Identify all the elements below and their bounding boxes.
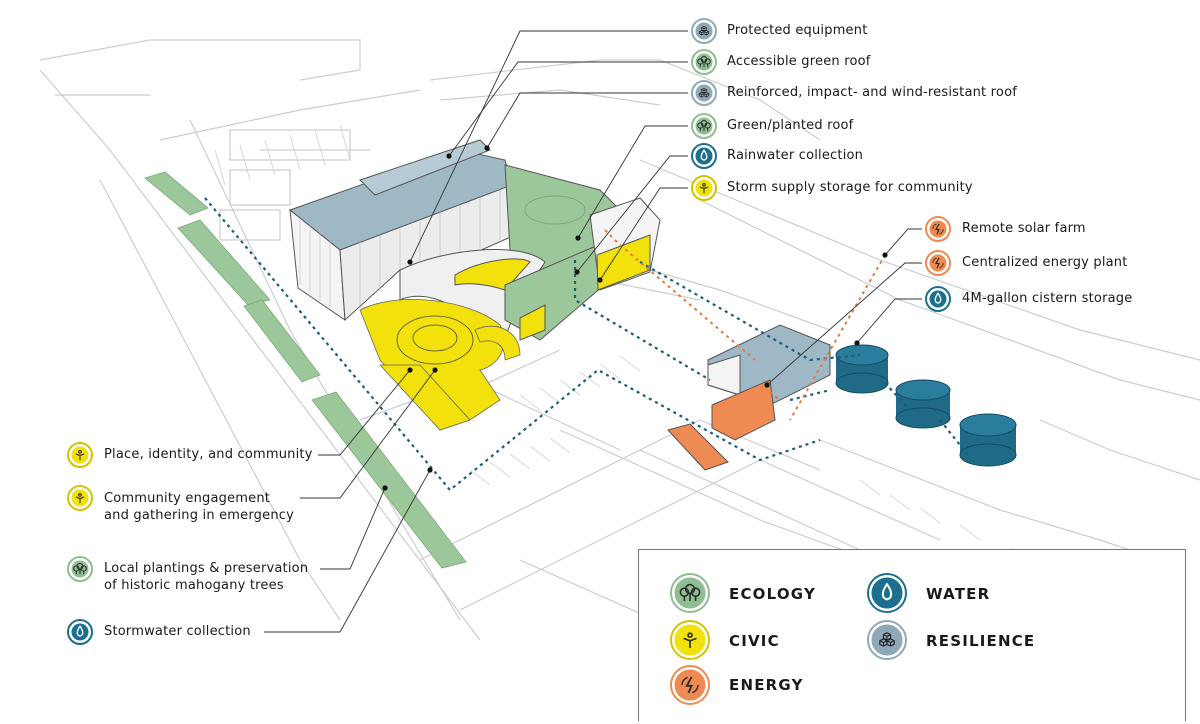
callout-reinforced-roof: Reinforced, impact- and wind-resistant r… — [727, 85, 1018, 100]
callout-centralized-energy-plant: Centralized energy plant — [962, 255, 1128, 270]
legend-energy-icon — [670, 665, 710, 705]
legend-label-water: WATER — [926, 585, 991, 603]
cistern-3 — [959, 413, 1017, 467]
water-icon — [67, 619, 93, 645]
ecology-icon — [691, 113, 717, 139]
callout-local-plantings-line1: Local plantings & preservation — [104, 561, 309, 576]
legend-label-resilience: RESILIENCE — [926, 632, 1036, 650]
leader-dots — [382, 145, 888, 491]
legend-civic-icon — [670, 620, 710, 660]
callout-local-plantings-line2: of historic mahogany trees — [104, 578, 284, 593]
legend-ecology-icon — [670, 573, 710, 613]
callout-rainwater-collection: Rainwater collection — [727, 148, 864, 163]
civic-icon — [67, 442, 93, 468]
callout-green-planted-roof: Green/planted roof — [727, 118, 854, 133]
callout-cistern-storage: 4M-gallon cistern storage — [962, 291, 1133, 306]
legend-label-civic: CIVIC — [729, 632, 780, 650]
category-legend: ECOLOGY WATER CIVIC RESILIENCE ENERGY — [638, 549, 1186, 721]
callout-accessible-green-roof: Accessible green roof — [727, 54, 871, 69]
energy-route — [604, 229, 886, 421]
civic-icon — [691, 175, 717, 201]
cistern-tanks — [835, 344, 1017, 467]
resilience-icon — [691, 80, 717, 106]
energy-plant — [667, 324, 831, 471]
stormwater-route — [204, 197, 969, 492]
ecology-icon — [67, 556, 93, 582]
energy-icon — [925, 250, 951, 276]
water-icon — [691, 143, 717, 169]
resilience-icon — [691, 18, 717, 44]
callout-community-engagement-line2: and gathering in emergency — [104, 508, 295, 523]
callout-storm-supply-storage: Storm supply storage for community — [727, 180, 973, 195]
leader-lines — [264, 30, 922, 633]
water-icon — [925, 286, 951, 312]
callout-place-identity-community: Place, identity, and community — [104, 447, 313, 462]
legend-water-icon — [867, 573, 907, 613]
callout-remote-solar-farm: Remote solar farm — [962, 221, 1086, 236]
legend-label-energy: ENERGY — [729, 676, 804, 694]
mahogany-tree-strips — [144, 171, 467, 569]
cistern-1 — [835, 344, 889, 394]
hospital-building — [288, 139, 661, 351]
civic-icon — [67, 485, 93, 511]
legend-label-ecology: ECOLOGY — [729, 585, 817, 603]
ecology-icon — [691, 49, 717, 75]
energy-icon — [925, 216, 951, 242]
legend-resilience-icon — [867, 620, 907, 660]
callout-stormwater-collection: Stormwater collection — [104, 624, 251, 639]
callout-community-engagement-line1: Community engagement — [104, 491, 271, 506]
civic-plaza — [359, 298, 521, 431]
callout-protected-equipment: Protected equipment — [727, 23, 868, 38]
